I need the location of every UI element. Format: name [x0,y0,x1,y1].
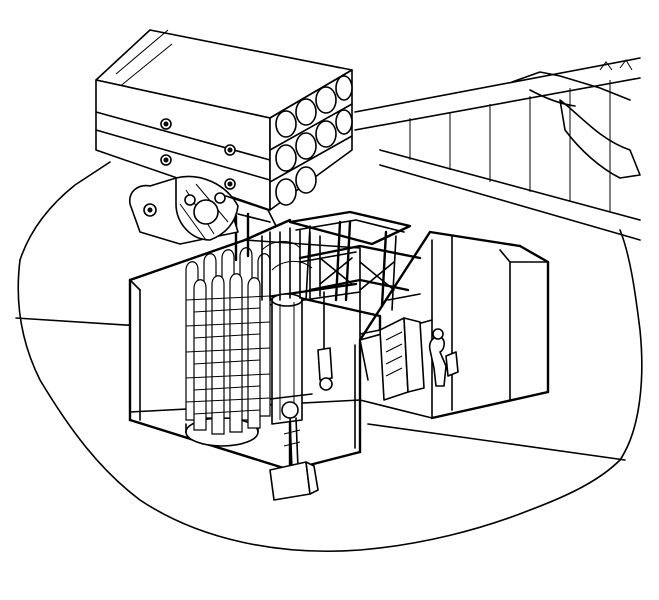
distant-machinery [512,60,640,178]
transfer-column [262,294,318,500]
control-console [380,318,424,400]
operator-figures [430,329,458,386]
guide-tubes [262,228,320,300]
fuel-rods-front [194,274,260,434]
storage-magazine [96,30,352,213]
reactor-core-cluster [186,214,320,446]
magazine-tube-openings [276,76,352,205]
machinery-hall [360,232,548,418]
background-landscape [355,58,640,240]
loading-turret [130,176,276,244]
fence-posts [410,80,610,212]
rod-bands [186,296,270,414]
